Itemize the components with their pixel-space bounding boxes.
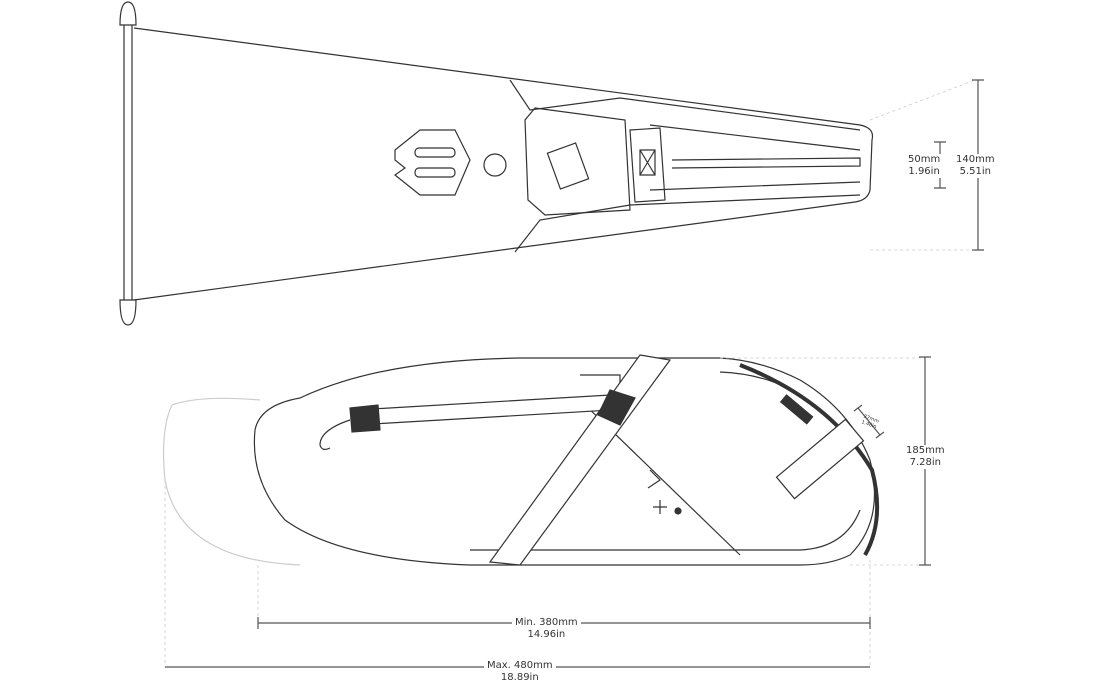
tail-stripe: [739, 363, 880, 556]
in-value: 1.96in: [908, 166, 940, 177]
side-logos: [647, 469, 667, 514]
buckle-front: [349, 404, 381, 433]
top-view: [119, 1, 976, 326]
mm-value: 185mm: [906, 445, 945, 456]
inner-lines: [509, 79, 861, 253]
dashed-guide: [869, 79, 976, 251]
dim-guides: [164, 357, 925, 667]
in-value: 14.96in: [527, 629, 566, 640]
patch: [524, 107, 631, 216]
buckle-diagonal: [597, 389, 636, 426]
rod: [123, 19, 133, 306]
strap-dim: [853, 404, 885, 439]
rod-cap-bottom: [119, 299, 137, 326]
hook: [319, 419, 351, 451]
bag-top-outline: [133, 27, 874, 301]
mm-value: Min. 380mm: [515, 617, 578, 628]
mm-value: 50mm: [908, 154, 941, 165]
side-dot: [674, 507, 682, 515]
logo-slot: [414, 167, 456, 178]
side-view: [162, 354, 925, 667]
in-value: 18.89in: [500, 672, 539, 683]
rack-mount: [775, 418, 865, 500]
ghost-extension: [162, 397, 301, 566]
rod-cap-top: [119, 1, 137, 26]
buckle: [629, 127, 666, 203]
uswe-logo: [779, 394, 814, 425]
grommet: [483, 153, 507, 177]
mm-value: 140mm: [956, 154, 995, 165]
reflective-logo: [393, 129, 471, 196]
monkey-logo: [546, 142, 590, 190]
logo-slot: [414, 147, 456, 158]
in-value: 5.51in: [959, 166, 991, 177]
in-value: 7.28in: [909, 457, 941, 468]
mm-value: Max. 480mm: [487, 660, 553, 671]
